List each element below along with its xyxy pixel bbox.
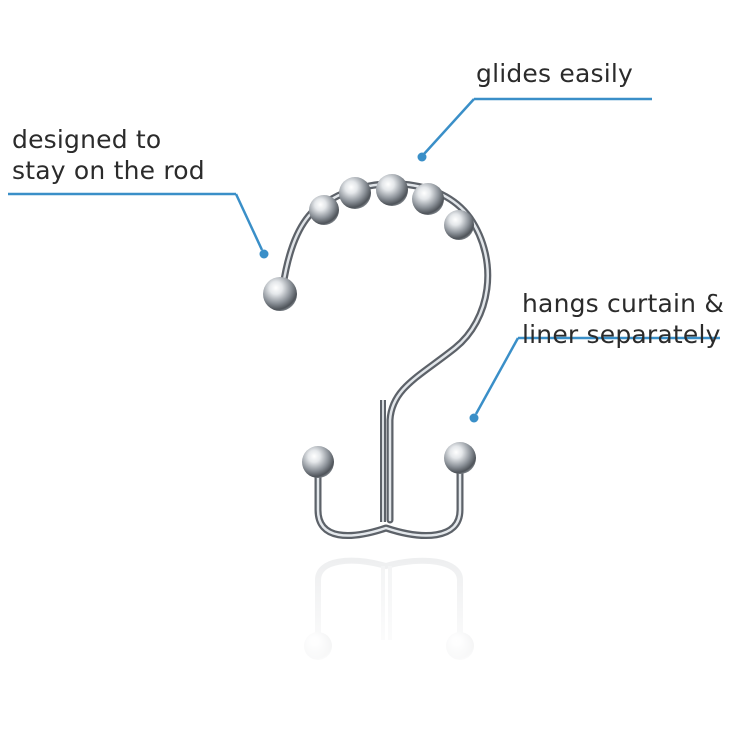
roller-ball	[339, 177, 371, 209]
roller-ball	[444, 210, 474, 240]
callout-line-glides	[417, 97, 652, 162]
roller-balls	[263, 174, 476, 478]
callout-stay-line1: designed to	[12, 125, 162, 154]
end-ball	[263, 277, 297, 311]
reflection-fade	[280, 548, 500, 678]
callout-stay-line2: stay on the rod	[12, 156, 205, 185]
callout-hangs-line1: hangs curtain &	[522, 289, 725, 318]
end-ball	[444, 442, 476, 474]
callout-line-stay	[8, 192, 269, 259]
callout-glides-line1: glides easily	[476, 59, 633, 88]
callout-hangs-line2: liner separately	[522, 320, 721, 349]
roller-ball	[412, 183, 444, 215]
roller-ball	[376, 174, 408, 206]
callout-hangs-separately: hangs curtain & liner separately	[522, 288, 724, 350]
callout-glides-easily: glides easily	[476, 58, 633, 89]
roller-ball	[309, 195, 339, 225]
end-ball	[302, 446, 334, 478]
callout-stay-on-rod: designed to stay on the rod	[12, 124, 205, 186]
callout-line-hangs	[469, 336, 720, 423]
